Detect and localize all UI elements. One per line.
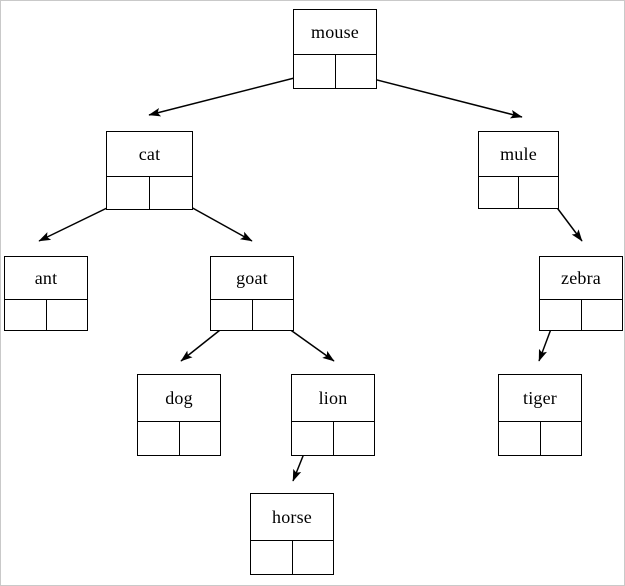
node-label-mule: mule <box>500 144 537 164</box>
tree-node-lion[interactable]: lion <box>291 374 375 456</box>
node-pointers-dog <box>138 421 220 455</box>
tree-node-tiger[interactable]: tiger <box>498 374 582 456</box>
node-label-cat: cat <box>138 144 161 164</box>
node-pointers-zebra <box>540 299 622 330</box>
node-left-pointer-cat[interactable] <box>107 177 150 209</box>
node-label-ant: ant <box>34 268 58 288</box>
tree-node-mouse[interactable]: mouse <box>293 9 377 89</box>
tree-node-horse[interactable]: horse <box>250 493 334 575</box>
node-left-pointer-mule[interactable] <box>479 177 519 208</box>
tree-node-dog[interactable]: dog <box>137 374 221 456</box>
node-left-pointer-horse[interactable] <box>251 541 293 574</box>
node-left-pointer-goat[interactable] <box>211 300 253 330</box>
node-left-pointer-mouse[interactable] <box>294 55 336 88</box>
node-label-lion: lion <box>318 388 348 408</box>
node-pointers-horse <box>251 540 333 574</box>
node-right-pointer-tiger[interactable] <box>540 422 581 455</box>
node-pointers-mule <box>479 176 558 208</box>
node-left-pointer-tiger[interactable] <box>499 422 541 455</box>
node-pointers-cat <box>107 176 192 209</box>
node-label-horse: horse <box>272 507 312 527</box>
tree-node-mule[interactable]: mule <box>478 131 559 209</box>
node-right-pointer-mule[interactable] <box>519 177 558 208</box>
tree-edge-mouse-cat <box>148 72 315 117</box>
node-right-pointer-zebra[interactable] <box>581 300 622 330</box>
node-label-goat: goat <box>236 268 268 288</box>
node-right-pointer-goat[interactable] <box>252 300 293 330</box>
node-right-pointer-lion[interactable] <box>333 422 374 455</box>
node-left-pointer-lion[interactable] <box>292 422 334 455</box>
node-pointers-lion <box>292 421 374 455</box>
node-label-dog: dog <box>165 388 193 408</box>
node-right-pointer-horse[interactable] <box>292 541 333 574</box>
node-right-pointer-ant[interactable] <box>46 300 87 330</box>
node-left-pointer-dog[interactable] <box>138 422 180 455</box>
node-pointers-ant <box>5 299 87 330</box>
node-right-pointer-cat[interactable] <box>150 177 192 209</box>
tree-node-zebra[interactable]: zebra <box>539 256 623 331</box>
node-left-pointer-ant[interactable] <box>5 300 47 330</box>
node-right-pointer-mouse[interactable] <box>335 55 376 88</box>
node-pointers-mouse <box>294 54 376 88</box>
tree-node-cat[interactable]: cat <box>106 131 193 210</box>
node-pointers-tiger <box>499 421 581 455</box>
node-label-tiger: tiger <box>523 388 557 408</box>
node-label-mouse: mouse <box>311 22 359 42</box>
node-pointers-goat <box>211 299 293 330</box>
node-left-pointer-zebra[interactable] <box>540 300 582 330</box>
tree-node-ant[interactable]: ant <box>4 256 88 331</box>
node-right-pointer-dog[interactable] <box>179 422 220 455</box>
node-label-zebra: zebra <box>561 268 601 288</box>
tree-node-goat[interactable]: goat <box>210 256 294 331</box>
